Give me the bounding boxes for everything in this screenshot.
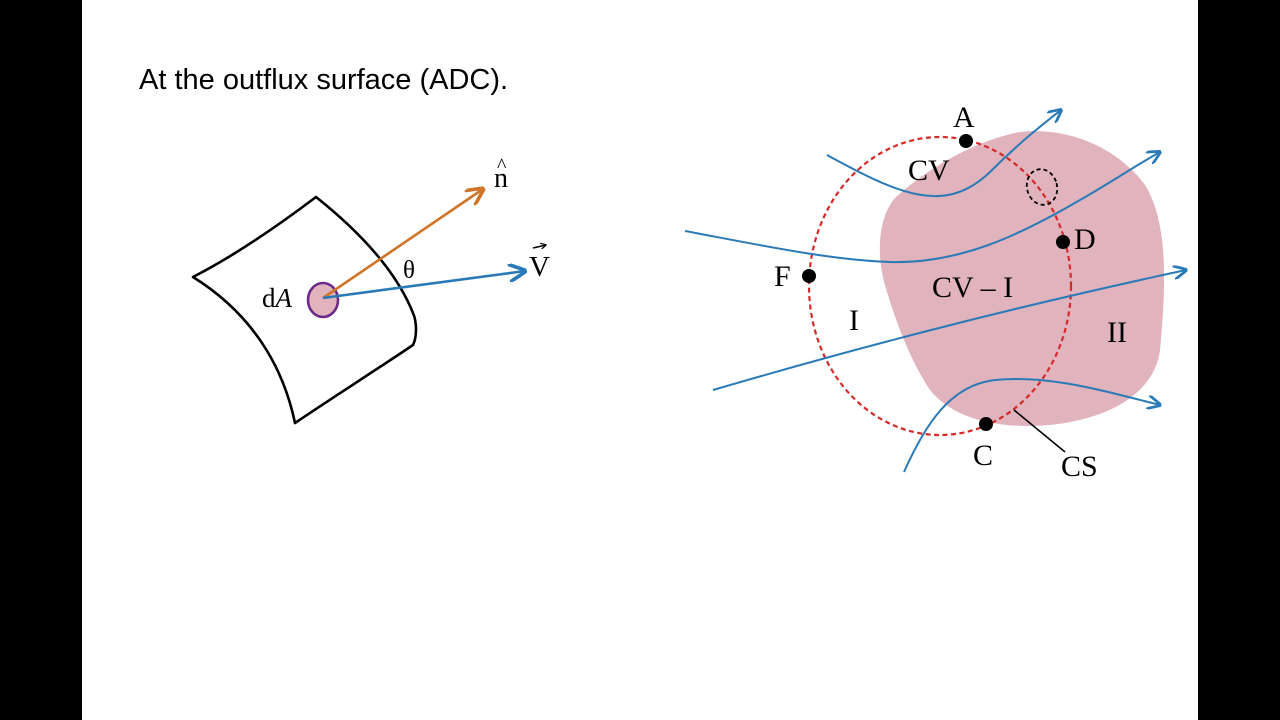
area-element-label: dA [262, 283, 293, 313]
point-d-marker [1056, 235, 1070, 249]
streamline-3 [712, 270, 1186, 391]
region-i-label: I [849, 304, 859, 337]
point-a-marker [959, 134, 973, 148]
point-d-label: D [1074, 223, 1096, 256]
region-ii-label: II [1107, 316, 1127, 349]
normal-vector-label: n [494, 163, 508, 194]
velocity-vector-arrow [322, 271, 525, 300]
streamline-4 [903, 378, 1160, 473]
control-surface-boundary [807, 135, 1073, 437]
streamline-1 [826, 110, 1061, 197]
velocity-vector-label: V [529, 251, 550, 283]
cv-minus-i-label: CV – I [932, 271, 1013, 304]
cv-label: CV [908, 154, 950, 187]
streamline-2 [684, 152, 1160, 264]
point-f-marker [802, 269, 816, 283]
point-a-label: A [953, 101, 975, 134]
point-c-marker [979, 417, 993, 431]
point-f-label: F [774, 260, 791, 293]
control-volume-diagram: A D F C CV CV – I I II CS [684, 101, 1186, 483]
point-c-label: C [973, 439, 993, 472]
cs-leader-line [1013, 409, 1066, 453]
system-region-ii [879, 131, 1165, 426]
area-element-dA [306, 281, 340, 319]
surface-element-diagram: dA n ^ V θ [191, 155, 550, 425]
normal-vector-arrow [322, 189, 483, 300]
cs-label: CS [1061, 450, 1098, 483]
slide-heading: At the outflux surface (ADC). [139, 64, 509, 96]
curved-surface-patch [191, 195, 418, 425]
velocity-arrow-accent [532, 245, 546, 248]
angle-theta-label: θ [403, 257, 415, 284]
outflux-element-highlight [1025, 168, 1059, 206]
normal-hat-glyph: ^ [497, 155, 507, 177]
